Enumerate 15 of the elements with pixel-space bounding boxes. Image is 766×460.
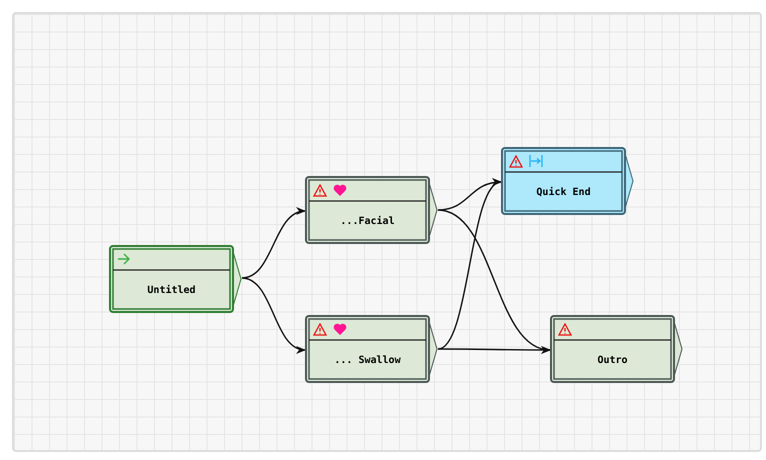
- node-label: Untitled: [147, 284, 196, 298]
- node-label: ... Swallow: [334, 354, 401, 368]
- node-label: Quick End: [536, 186, 591, 200]
- connector-arrow: [242, 277, 306, 352]
- node-label: Outro: [597, 354, 628, 368]
- connector-arrow: [438, 346, 551, 354]
- node-label: ...Facial: [340, 214, 395, 228]
- process-node: [305, 176, 438, 244]
- connector-arrow: [242, 208, 306, 279]
- process-node: [109, 245, 242, 313]
- process-node: [305, 315, 438, 383]
- process-node: [501, 147, 634, 215]
- process-node: [550, 315, 683, 383]
- connector-arrow: [438, 181, 502, 350]
- connector-arrow: [438, 209, 551, 352]
